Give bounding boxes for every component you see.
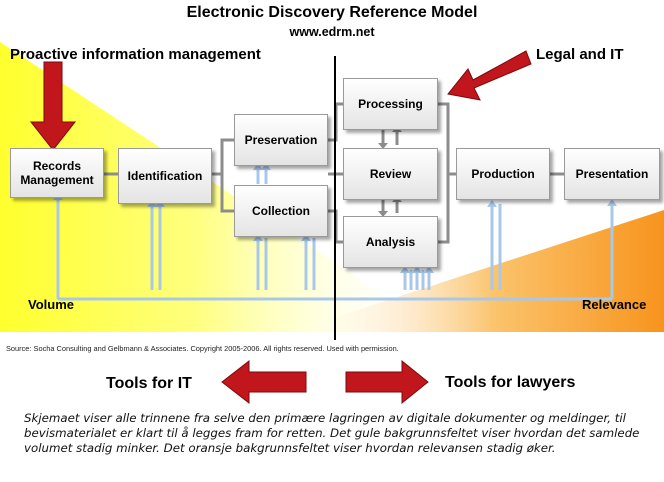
preservation-box: Preservation [234,114,328,166]
production-box: Production [456,148,550,200]
edrm-diagram [0,42,664,340]
source-note: Source: Socha Consulting and Gelbmann & … [6,344,399,353]
tools-for-lawyers-label: Tools for lawyers [445,374,576,391]
records-line-1: Records [32,159,81,173]
analysis-box: Analysis [343,216,438,268]
grey-connectors [104,102,564,244]
red-arrow-down [29,61,77,151]
tools-arrows [221,359,429,405]
relevance-background [290,210,664,332]
diagram-url: www.edrm.net [289,25,375,39]
proactive-label: Proactive information management [10,46,261,63]
iteration-arrows [381,130,399,213]
identification-box: Identification [118,148,212,204]
volume-background [0,42,440,332]
relevance-label: Relevance [582,297,647,312]
red-arrow-legal [447,50,532,101]
legal-it-label: Legal and IT [536,46,624,63]
review-box: Review [343,148,438,200]
caption-text: Skjemaet viser alle trinnene fra selve d… [24,411,640,455]
collection-box: Collection [234,185,328,237]
diagram-title: Electronic Discovery Reference Model [186,4,478,21]
tools-lawyers-arrow [345,359,429,405]
records-line-2: Management [20,173,94,187]
processing-box: Processing [343,78,438,130]
presentation-box: Presentation [564,148,660,200]
volume-label: Volume [28,297,74,312]
tools-it-arrow [221,359,307,405]
tools-for-it-label: Tools for IT [106,375,192,392]
